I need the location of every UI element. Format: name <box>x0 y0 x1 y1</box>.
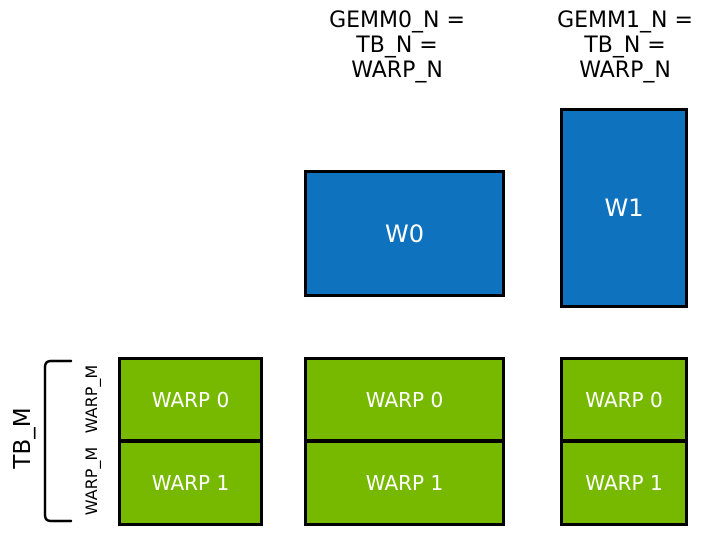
warp-m-label-row1: WARP_M <box>82 446 101 516</box>
warp-tile-w1-label: W1 <box>604 194 644 222</box>
warp1-tile: WARP 1 <box>560 440 688 526</box>
warp1-tile: WARP 1 <box>304 440 505 526</box>
warp-tile-column-0: WARP 0 WARP 1 <box>118 357 263 526</box>
warp-tile-w0: W0 <box>304 170 505 297</box>
warp0-tile: WARP 0 <box>304 357 505 442</box>
tb-m-label: TB_M <box>10 407 36 469</box>
warp-tile-w1: W1 <box>560 108 688 308</box>
warp0-tile: WARP 0 <box>118 357 263 442</box>
gemm1-n-label: GEMM1_N = TB_N = WARP_N <box>557 8 693 83</box>
warp0-tile: WARP 0 <box>560 357 688 442</box>
warp-tile-column-2: WARP 0 WARP 1 <box>560 357 688 526</box>
warp1-tile: WARP 1 <box>118 440 263 526</box>
warp-tile-column-1: WARP 0 WARP 1 <box>304 357 505 526</box>
tb-m-bracket <box>43 359 73 523</box>
gemm0-n-label: GEMM0_N = TB_N = WARP_N <box>329 8 465 83</box>
warp-tile-w0-label: W0 <box>385 219 424 248</box>
tb-m-bracket-path <box>43 359 73 523</box>
